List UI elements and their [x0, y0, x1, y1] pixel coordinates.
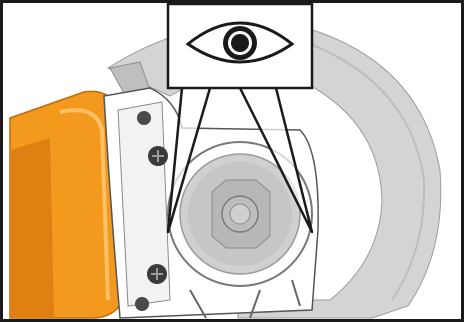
screw-small-top [137, 111, 151, 125]
screw-bottom [147, 264, 167, 284]
screw-small-bottom [135, 297, 149, 311]
screw-top [148, 146, 168, 166]
